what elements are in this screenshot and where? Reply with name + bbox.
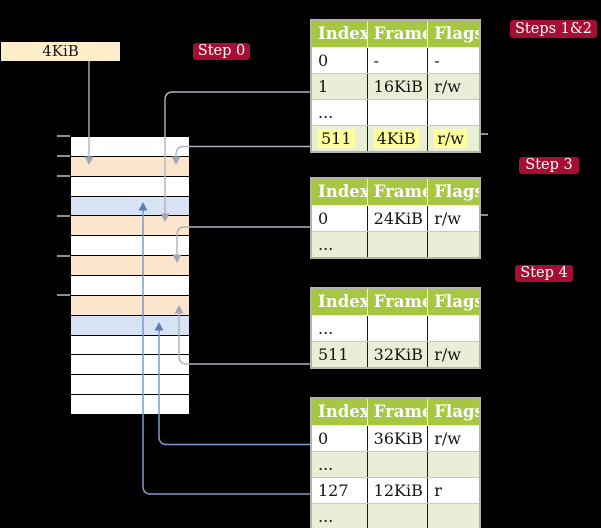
- highlighted-value: 511: [318, 129, 355, 148]
- cell-frame: [366, 316, 428, 341]
- column-header-frame: Frame: [366, 179, 427, 205]
- memory-frame-row-2-empty: [71, 176, 189, 197]
- column-header-flags: Flags: [427, 179, 479, 205]
- memory-frame-row-4-page-table: [71, 216, 189, 237]
- memory-frame-row-6-page-table: [71, 256, 189, 277]
- cell-index: ...: [318, 507, 334, 526]
- table-row-dotdotdot: ...: [312, 315, 479, 341]
- cell-frame: 36KiB: [366, 426, 428, 451]
- cell-frame: 16KiB: [366, 74, 428, 99]
- memory-address-tick: [57, 254, 70, 257]
- cell-index: 0: [318, 429, 329, 448]
- cell-frame: 4KiB: [366, 126, 428, 151]
- cell-frame: 24KiB: [366, 206, 428, 231]
- column-header-frame: Frame: [366, 399, 427, 425]
- cell-index: ...: [318, 103, 334, 122]
- cell-index: ...: [318, 319, 334, 338]
- memory-frame-row-10-empty: [71, 335, 189, 356]
- column-header-index: Index: [318, 292, 367, 311]
- cell-index: 0: [318, 209, 329, 228]
- memory-address-tick: [57, 214, 70, 217]
- cell-frame: [366, 232, 428, 257]
- table-row-dotdotdot: ...: [312, 503, 479, 528]
- cell-flags: [427, 232, 479, 257]
- memory-frame-row-1-page-table: [71, 156, 189, 177]
- memory-address-tick: [57, 154, 70, 157]
- cell-flags: -: [427, 48, 479, 73]
- table-row-511: 511 4KiB r/w: [312, 125, 479, 151]
- cell-flags: [427, 316, 479, 341]
- column-header-flags: Flags: [427, 21, 479, 47]
- memory-address-tick: [57, 135, 70, 137]
- cell-index: 0: [318, 51, 329, 70]
- column-header-flags: Flags: [427, 289, 479, 315]
- table-row-dotdotdot: ...: [312, 451, 479, 477]
- cell-frame: 32KiB: [366, 342, 428, 367]
- cell-flags: [427, 504, 479, 528]
- cell-frame: -: [366, 48, 428, 73]
- cell-index: 1: [318, 77, 329, 96]
- cell-flags: r/w: [427, 206, 479, 231]
- table-row-dotdotdot: ...: [312, 99, 479, 125]
- column-header-index: Index: [318, 182, 367, 201]
- pgd-frame-address-label: 4KiB: [1, 42, 120, 61]
- memory-frame-row-7-empty: [71, 276, 189, 296]
- column-header-flags: Flags: [427, 399, 479, 425]
- highlighted-value: r/w: [434, 129, 467, 148]
- memory-frame-row-0-empty: [71, 137, 189, 157]
- column-header-index: Index: [318, 402, 367, 421]
- cell-flags: [427, 452, 479, 477]
- memory-frame-row-5-empty: [71, 236, 189, 257]
- table-row-dotdotdot: ...: [312, 231, 479, 257]
- column-header-frame: Frame: [366, 289, 427, 315]
- cell-index: 511: [312, 126, 367, 151]
- cell-flags: [427, 100, 479, 125]
- memory-frame-row-12-empty: [71, 375, 189, 396]
- memory-address-tick: [57, 174, 70, 177]
- cell-frame: [366, 100, 428, 125]
- cell-index: 511: [318, 345, 349, 364]
- badge-steps-1-2: Steps 1&2: [510, 20, 597, 38]
- cell-flags: r: [427, 478, 479, 503]
- cell-index: 127: [318, 481, 349, 500]
- cell-flags: r/w: [427, 74, 479, 99]
- badge-step-4: Step 4: [515, 265, 573, 282]
- table-row-0: 0 --: [312, 47, 479, 73]
- highlighted-value: 4KiB: [373, 129, 419, 148]
- column-header-index: Index: [318, 24, 367, 43]
- cell-flags: r/w: [427, 426, 479, 451]
- cell-frame: 12KiB: [366, 478, 428, 503]
- badge-step-0: Step 0: [193, 43, 250, 60]
- memory-frame-row-3-data: [71, 196, 189, 217]
- cell-flags: r/w: [427, 126, 479, 151]
- memory-frame-row-8-page-table: [71, 295, 189, 316]
- memory-frame-row-11-empty: [71, 355, 189, 376]
- column-header-frame: Frame: [366, 21, 427, 47]
- cell-frame: [366, 452, 428, 477]
- cell-index: ...: [318, 455, 334, 474]
- memory-frame-row-13-empty: [71, 395, 189, 415]
- cell-frame: [366, 504, 428, 528]
- memory-frame-row-9-data: [71, 315, 189, 336]
- badge-step-3: Step 3: [519, 157, 579, 174]
- memory-address-tick: [57, 294, 70, 297]
- physical-memory-column: [70, 136, 190, 415]
- cell-index: ...: [318, 235, 334, 254]
- cell-flags: r/w: [427, 342, 479, 367]
